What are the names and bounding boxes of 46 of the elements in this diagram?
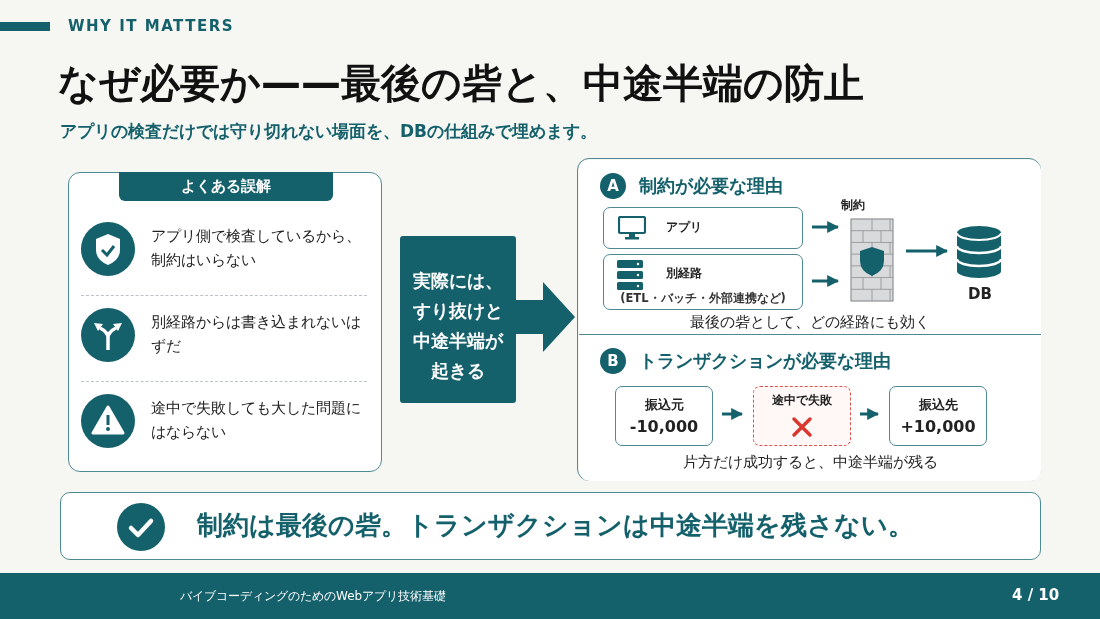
amount: -10,000	[628, 417, 700, 436]
reason-panel	[577, 158, 1041, 481]
arrow	[812, 275, 840, 287]
database-cylinder	[956, 225, 1002, 279]
source-box	[603, 207, 803, 249]
account-name: 振込元	[643, 396, 685, 414]
arrow	[906, 245, 949, 257]
footer-text: バイブコーディングのためのWebアプリ技術基礎	[180, 588, 447, 605]
misconception-text: 別経路からは書き込まれないはずだ	[151, 312, 362, 357]
page-number: 4 / 10	[1012, 586, 1060, 604]
source-label: 別経路	[666, 265, 702, 282]
source-note: (ETL・バッチ・外部連携など)	[619, 291, 787, 306]
title: なぜ必要か——最後の砦と、中途半端の防止	[58, 59, 864, 108]
section-kicker: WHY IT MATTERS	[68, 17, 234, 35]
heading-tab: よくある誤解	[119, 172, 333, 201]
misconception-text: 途中で失敗しても大した問題にはならない	[151, 398, 362, 443]
section-caption: 片方だけ成功すると、中途半端が残る	[681, 453, 939, 472]
source-box	[603, 254, 803, 310]
amount: +10,000	[899, 417, 977, 436]
arrow	[722, 408, 744, 420]
misconception-panel	[68, 172, 382, 472]
wall-caption: 制約	[841, 197, 865, 214]
arrow	[516, 282, 575, 352]
subtitle: アプリの検査だけでは守り切れない場面を、DBの仕組みで埋めます。	[60, 120, 598, 143]
account-name: 振込先	[917, 396, 959, 414]
section-badge: A	[600, 173, 626, 199]
source-label: アプリ	[666, 219, 702, 236]
database-label: DB	[968, 285, 992, 303]
section-heading: 制約が必要な理由	[639, 174, 783, 198]
arrow	[812, 221, 840, 233]
section-heading: トランザクションが必要な理由	[639, 349, 891, 373]
summary-box	[60, 492, 1041, 560]
brick-wall-drawing	[847, 217, 897, 303]
misconception-text: アプリ側で検査しているから、制約はいらない	[151, 226, 362, 271]
section-panel	[579, 334, 1041, 481]
summary-text: 制約は最後の砦。トランザクションは中途半端を残さない。	[197, 509, 914, 542]
account-box	[615, 386, 713, 446]
callout-text: 実際には、すり抜けと中途半端が起きる	[412, 269, 505, 383]
section-badge: B	[600, 348, 626, 374]
account-box	[889, 386, 987, 446]
failure-box	[753, 386, 851, 446]
conclusion-box	[400, 236, 516, 403]
failure-label: 途中で失敗	[771, 392, 833, 409]
arrow	[860, 408, 880, 420]
section-panel	[579, 160, 1041, 334]
section-caption: 最後の砦として、どの経路にも効く	[689, 313, 931, 332]
